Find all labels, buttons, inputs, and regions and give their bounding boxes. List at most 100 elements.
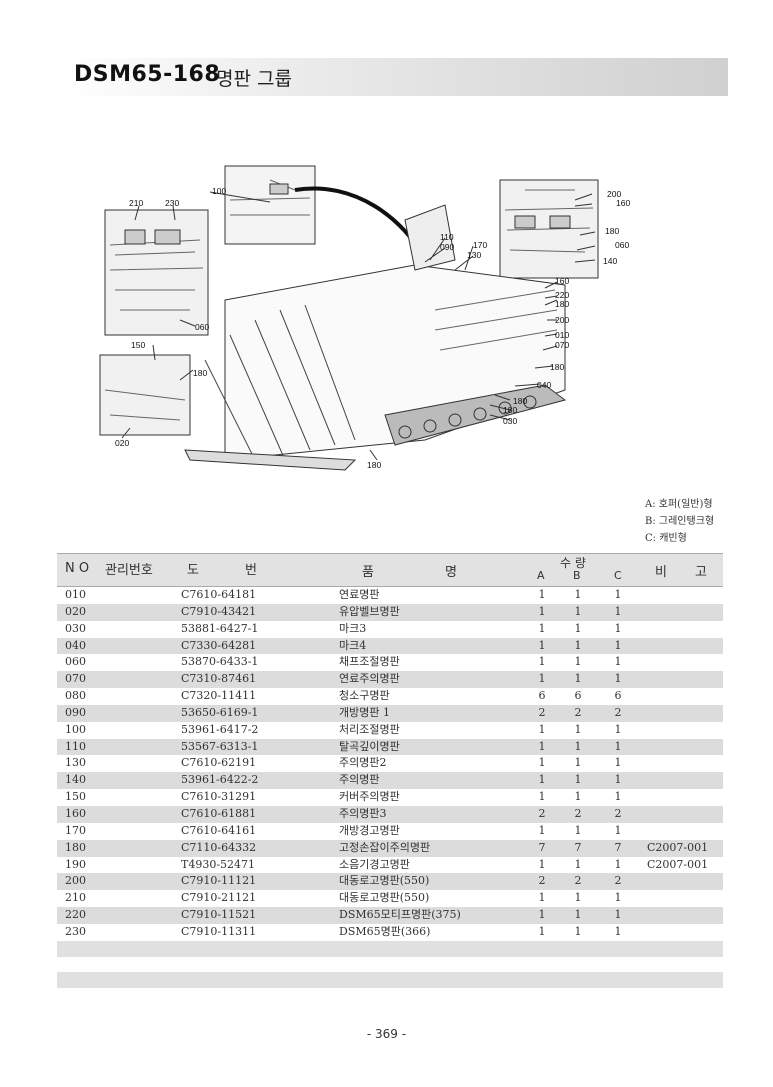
row-no: 010	[65, 588, 86, 601]
row-name: 연료주의명판	[339, 672, 400, 686]
row-qty-b: 1	[574, 908, 582, 922]
row-no: 090	[65, 705, 86, 719]
row-qty-c: 1	[614, 908, 622, 922]
row-name: 개방명판 1	[339, 705, 390, 719]
table-row: 210 C7910-21121 대동로고명판(550) 1 1 1	[57, 890, 723, 907]
row-drawing: C7910-11311	[181, 924, 257, 938]
row-qty-a: 1	[538, 672, 546, 686]
row-no: 180	[65, 840, 86, 854]
row-qty-c: 1	[614, 621, 622, 635]
row-qty-b: 2	[574, 874, 582, 888]
header-drawing-1: 도	[187, 563, 199, 578]
row-qty-c: 1	[614, 722, 622, 736]
callout-110: 110	[440, 232, 454, 242]
row-note: C2007-001	[647, 857, 709, 871]
combine-nameplate-diagram: 100 210 230 060 150 180 020 110 090 170 …	[99, 165, 630, 471]
row-no: 100	[65, 722, 86, 736]
row-name: 대동로고명판(550)	[339, 891, 430, 905]
header-qty: 수 량	[560, 556, 586, 570]
row-drawing: 53650-6169-1	[181, 705, 259, 719]
row-name: 주의명판2	[339, 756, 387, 770]
row-qty-a: 2	[538, 705, 546, 719]
legend-a: A: 호퍼(일반)형	[645, 499, 713, 510]
row-no: 110	[65, 739, 86, 753]
row-qty-c: 1	[614, 790, 622, 804]
row-qty-c: 2	[614, 806, 622, 820]
row-qty-b: 1	[574, 621, 582, 635]
callout-170: 170	[473, 240, 487, 250]
row-qty-b: 6	[574, 689, 582, 703]
page-number: - 369 -	[366, 1027, 407, 1041]
row-name: 청소구명판	[339, 689, 390, 703]
row-drawing: C7910-43421	[181, 604, 257, 618]
header-b: B	[573, 569, 581, 582]
row-name: 마크3	[339, 621, 367, 635]
callout-130: 130	[467, 250, 481, 260]
table-row: 180 C7110-64332 고정손잡이주의명판 7 7 7 C2007-00…	[57, 839, 723, 857]
row-qty-c: 2	[614, 874, 622, 888]
row-qty-c: 1	[614, 672, 622, 686]
legend-c: C: 캐빈형	[645, 533, 687, 544]
row-qty-b: 2	[574, 705, 582, 719]
row-qty-a: 1	[538, 773, 546, 787]
title-bar	[60, 58, 728, 96]
row-qty-b: 1	[574, 739, 582, 753]
row-qty-c: 1	[614, 857, 622, 871]
row-no: 210	[65, 891, 86, 905]
row-name: 연료명판	[339, 588, 380, 601]
row-no: 030	[65, 621, 86, 635]
header-a: A	[537, 569, 545, 582]
callout-060: 060	[195, 322, 209, 332]
row-qty-c: 7	[614, 840, 622, 854]
table-row: 170 C7610-64161 개방경고명판 1 1 1	[57, 823, 723, 840]
row-qty-c: 1	[614, 638, 622, 652]
row-qty-a: 2	[538, 874, 546, 888]
row-no: 140	[65, 773, 86, 787]
row-name: 처리조절명판	[339, 722, 400, 736]
header-c: C	[614, 569, 622, 582]
row-no: 150	[65, 790, 86, 804]
table-row: 140 53961-6422-2 주의명판 1 1 1	[57, 772, 723, 790]
table-row: 200 C7910-11121 대동로고명판(550) 2 2 2	[57, 873, 723, 891]
row-qty-a: 1	[538, 739, 546, 753]
row-qty-b: 1	[574, 655, 582, 669]
row-no: 020	[65, 604, 86, 618]
row-qty-b: 1	[574, 638, 582, 652]
row-drawing: 53870-6433-1	[181, 655, 259, 669]
table-row: 110 53567-6313-1 탈곡깊이명판 1 1 1	[57, 738, 723, 756]
callout-020: 020	[115, 438, 129, 448]
row-qty-a: 1	[538, 908, 546, 922]
callout-070: 070	[555, 340, 569, 350]
row-qty-b: 1	[574, 773, 582, 787]
row-no: 170	[65, 823, 86, 837]
row-qty-a: 2	[538, 806, 546, 820]
callout-060: 060	[615, 240, 629, 250]
callout-140: 140	[603, 256, 617, 266]
row-qty-a: 1	[538, 756, 546, 770]
row-qty-c: 1	[614, 588, 622, 601]
row-qty-b: 1	[574, 823, 582, 837]
row-drawing: C7610-64181	[181, 588, 257, 601]
row-qty-a: 1	[538, 924, 546, 938]
row-qty-b: 1	[574, 604, 582, 618]
header-no: N O	[65, 561, 90, 576]
parts-table-header: N O 관리번호 도 번 품 명 수 량 A B C 비 고	[57, 553, 723, 587]
row-qty-c: 2	[614, 705, 622, 719]
row-drawing: C7610-61881	[181, 806, 257, 820]
callout-040: 040	[537, 380, 551, 390]
row-qty-a: 1	[538, 588, 546, 601]
callout-160: 160	[555, 276, 569, 286]
row-name: DSM65명판(366)	[339, 924, 431, 938]
row-name: 커버주의명판	[339, 790, 400, 804]
table-row: 100 53961-6417-2 처리조절명판 1 1 1	[57, 722, 723, 739]
row-qty-c: 1	[614, 924, 622, 938]
row-note: C2007-001	[647, 840, 709, 854]
table-row: 070 C7310-87461 연료주의명판 1 1 1	[57, 671, 723, 689]
row-qty-a: 1	[538, 790, 546, 804]
row-qty-c: 1	[614, 773, 622, 787]
header-drawing-2: 번	[245, 563, 257, 578]
callout-180: 180	[555, 299, 569, 309]
callout-090: 090	[440, 242, 454, 252]
row-drawing: 53961-6417-2	[181, 722, 259, 736]
row-qty-c: 1	[614, 604, 622, 618]
